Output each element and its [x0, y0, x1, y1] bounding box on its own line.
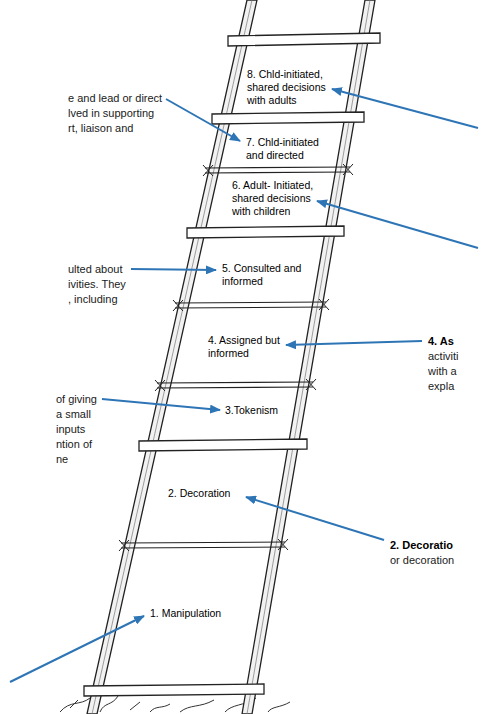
rung-label: 8. Chld-initiated, shared decisions with…: [247, 68, 326, 107]
rung-label: 7. Chld-initiated and directed: [246, 136, 319, 162]
leader-arrow: [10, 89, 478, 682]
rail-grain: [247, 0, 370, 714]
ladder-plank: [84, 684, 264, 696]
callout-heading: 4. As: [428, 334, 454, 349]
rung-label: 2. Decoration: [168, 487, 230, 500]
rung-label: 6. Adult- Initiated, shared decisions wi…: [232, 179, 313, 218]
ladder-rail: [242, 0, 375, 714]
rung-lashing: [119, 164, 353, 551]
rung-label: 5. Consulted and informed: [222, 262, 301, 288]
ladder-plank: [187, 226, 344, 238]
callout-text: or decoration: [390, 553, 454, 568]
rung-label: 3.Tokenism: [225, 404, 278, 417]
rung-label: 4. Assigned but informed: [208, 334, 280, 360]
callout-text: activiti with a expla: [428, 349, 459, 394]
callout-text: of giving a small inputs ntion of ne: [56, 392, 97, 467]
callout-text: ulted about ivities. They , including: [68, 262, 126, 307]
ladder-rung: [121, 167, 350, 548]
ladder-plank: [228, 33, 380, 46]
rung-label: 1. Manipulation: [150, 607, 221, 620]
callout-text: e and lead or direct lved in supporting …: [68, 91, 162, 136]
ladder-plank: [139, 439, 307, 451]
callout-heading: 2. Decoratio: [390, 538, 453, 553]
ladder-plank: [212, 112, 364, 124]
